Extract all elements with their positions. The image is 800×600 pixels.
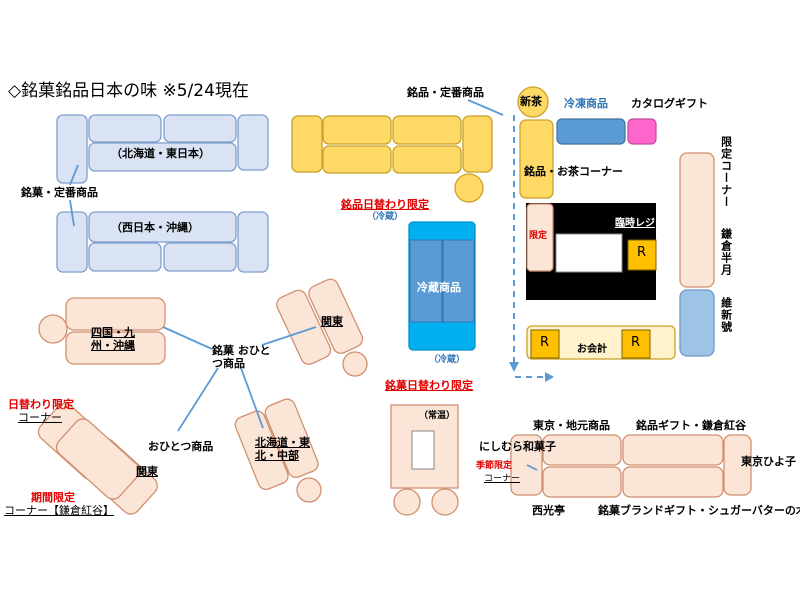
- label-reizou-top: （冷蔵）: [367, 212, 404, 222]
- label-shikoku: 四国・九州・沖縄: [91, 326, 135, 352]
- label-corner1: コーナー: [18, 411, 62, 424]
- meika-teiban-island: [56, 114, 269, 273]
- page-title: ◇銘菓銘品日本の味 ※5/24現在: [8, 81, 249, 101]
- label-rinji-reji: 臨時レジ: [615, 218, 655, 229]
- route-arrows: [513, 115, 545, 378]
- label-kanto1: 関東: [321, 315, 343, 328]
- route-arrowheads: [509, 362, 554, 382]
- meihin-teiban-island: [291, 115, 493, 203]
- connector-lines: [69, 99, 538, 471]
- label-meihin-gift: 銘品ギフト・鎌倉紅谷: [636, 419, 746, 432]
- label-seikoutei: 西光亭: [532, 504, 565, 517]
- label-kikan-gentei: 期間限定: [31, 491, 75, 504]
- bottom-right-tables: [510, 434, 752, 498]
- label-hokkaido-higashi: （北海道・東日本）: [111, 147, 210, 160]
- register-r2: R: [540, 335, 550, 350]
- label-nishimura: にしむら和菓子: [479, 440, 556, 453]
- label-gentei-corner: 限定コーナー: [719, 136, 733, 208]
- label-jouon: （常温）: [419, 411, 456, 421]
- label-meika-teiban: 銘菓・定番商品: [21, 186, 98, 199]
- label-meika-ohitotsu: 銘菓 おひとつ商品: [212, 344, 271, 370]
- label-meihin-teiban: 銘品・定番商品: [407, 86, 484, 99]
- register-r1: R: [637, 245, 647, 260]
- label-reizou-shohin: 冷蔵商品: [417, 281, 461, 294]
- reizou-case: [408, 221, 476, 351]
- label-tokyo-jimoto: 東京・地元商品: [533, 419, 610, 432]
- label-kamakura: 鎌倉半月: [719, 228, 733, 276]
- label-ishin: 維新號: [719, 297, 733, 333]
- label-ohitotsu: おひとつ商品: [148, 440, 214, 453]
- label-nishi-okinawa: （西日本・沖縄）: [111, 221, 199, 234]
- label-okaikei: お会計: [577, 344, 607, 355]
- register-r3: R: [631, 335, 641, 350]
- right-gentei-corner: [679, 152, 715, 357]
- label-meihin-higawari: 銘品日替わり限定: [341, 198, 429, 211]
- label-gentei-side: 限定: [529, 231, 548, 241]
- shincha-corner: [517, 86, 657, 199]
- label-corner-kamakura: コーナー【鎌倉紅谷】: [4, 504, 114, 517]
- label-reitou: 冷凍商品: [564, 97, 608, 110]
- label-meihin-ocha: 銘品・お茶コーナー: [524, 165, 623, 178]
- label-kisetsu-gentei: 季節限定: [476, 461, 513, 471]
- label-hokkaido-chubu: 北海道・東北・中部: [255, 436, 310, 462]
- label-corner2: コーナー: [484, 474, 521, 484]
- label-tokyo-hiyoko: 東京ひよ子: [741, 455, 796, 468]
- label-reizou-bottom: （冷蔵）: [429, 355, 466, 365]
- label-catalog: カタログギフト: [631, 97, 708, 110]
- label-higawari-gentei: 日替わり限定: [8, 398, 74, 411]
- jouon-case: [390, 404, 459, 516]
- label-brand-gift: 銘菓ブランドギフト・シュガーバターの木: [598, 504, 800, 517]
- label-shincha: 新茶: [520, 95, 542, 108]
- label-kanto2: 関東: [136, 465, 158, 478]
- register-area: [526, 203, 676, 360]
- label-meika-higawari: 銘菓日替わり限定: [385, 379, 473, 392]
- ohitotsu-tables: [37, 278, 368, 515]
